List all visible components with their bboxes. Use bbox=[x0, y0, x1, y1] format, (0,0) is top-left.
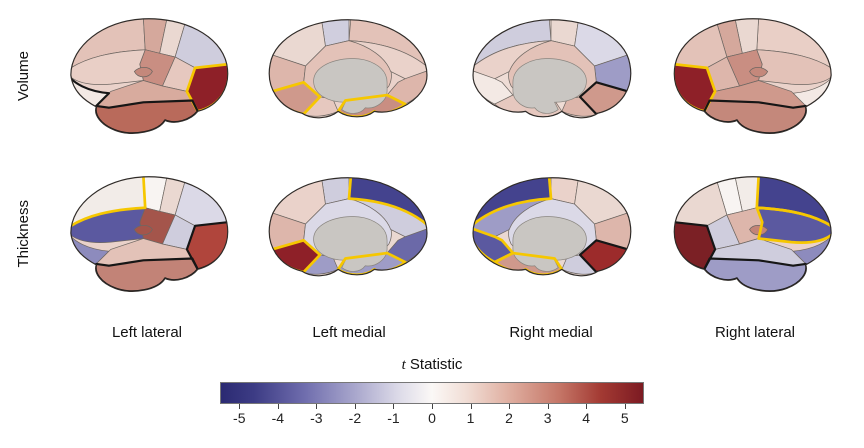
panel-thickness-left-lateral bbox=[46, 152, 248, 316]
tick-label: 4 bbox=[582, 410, 591, 426]
colorbar-title-italic: t bbox=[401, 357, 406, 373]
tick-label: 1 bbox=[466, 410, 475, 426]
tick-label: 0 bbox=[428, 410, 436, 426]
caption-spacer bbox=[0, 316, 46, 350]
panel-thickness-left-medial bbox=[248, 152, 450, 316]
row-label-thickness-wrap: Thickness bbox=[0, 152, 46, 316]
brain-outline bbox=[673, 176, 832, 292]
tick-mark bbox=[277, 404, 279, 409]
colorbar-title: t Statistic bbox=[0, 356, 864, 374]
brain-outline bbox=[472, 177, 632, 277]
colorbar-section: t Statistic -5 -4 -3 -2 -1 0 1 2 3 4 5 bbox=[0, 356, 864, 428]
panel-volume-left-lateral bbox=[46, 0, 248, 152]
region-frontmid bbox=[756, 49, 832, 85]
panel-thickness-right-lateral bbox=[652, 152, 858, 316]
row-label-volume: Volume bbox=[14, 50, 32, 102]
tick-mark bbox=[316, 404, 318, 409]
tick-mark bbox=[354, 404, 356, 409]
highlight-outline-orbital bbox=[70, 70, 111, 109]
tick-label: -3 bbox=[310, 410, 323, 426]
tick-mark bbox=[586, 404, 588, 409]
row-label-thickness: Thickness bbox=[14, 200, 32, 268]
region-subcortical bbox=[512, 216, 587, 272]
tick-label: -4 bbox=[271, 410, 285, 426]
tick-mark bbox=[547, 404, 549, 409]
caption-right-medial: Right medial bbox=[509, 324, 593, 341]
region-insula bbox=[749, 67, 769, 78]
thickness-right-medial-svg bbox=[472, 177, 632, 277]
region-insula bbox=[133, 67, 153, 78]
brain-outline bbox=[472, 19, 632, 119]
panel-volume-left-medial bbox=[248, 0, 450, 152]
colorbar-title-rest: Statistic bbox=[405, 356, 463, 373]
tick-mark bbox=[470, 404, 472, 409]
tick-mark bbox=[393, 404, 395, 409]
region-subcortical bbox=[512, 58, 587, 114]
panel-thickness-right-medial bbox=[450, 152, 652, 316]
brain-outline bbox=[268, 177, 428, 277]
volume-right-lateral-svg bbox=[673, 18, 832, 134]
tick-label: 5 bbox=[620, 410, 629, 426]
region-subcortical bbox=[313, 58, 388, 114]
highlight-outline-frontmid bbox=[755, 206, 832, 244]
tick-mark bbox=[509, 404, 511, 409]
thickness-left-lateral-svg bbox=[70, 176, 229, 292]
tick-label: 3 bbox=[543, 410, 552, 426]
region-subcortical bbox=[313, 216, 388, 272]
colorbar-gradient bbox=[220, 382, 644, 404]
row-label-volume-wrap: Volume bbox=[0, 0, 46, 152]
volume-left-lateral-svg bbox=[70, 18, 229, 134]
figure-grid: Volume Thickness Left lateral Left media… bbox=[0, 0, 858, 350]
panel-volume-right-lateral bbox=[652, 0, 858, 152]
panel-volume-right-medial bbox=[450, 0, 652, 152]
colorbar-tickmarks bbox=[220, 404, 644, 409]
tick-label: -5 bbox=[233, 410, 246, 426]
brain-outline bbox=[70, 18, 229, 134]
tick-label: -1 bbox=[387, 410, 400, 426]
tick-mark bbox=[624, 404, 626, 409]
caption-left-medial: Left medial bbox=[312, 324, 386, 341]
brain-outline bbox=[268, 19, 428, 119]
brain-outline bbox=[673, 18, 832, 134]
caption-right-lateral: Right lateral bbox=[714, 324, 796, 341]
tick-label: -2 bbox=[348, 410, 362, 426]
brain-outline bbox=[70, 176, 229, 292]
thickness-left-medial-svg bbox=[268, 177, 428, 277]
tick-mark bbox=[239, 404, 241, 409]
region-frontmid bbox=[70, 49, 146, 85]
region-insula bbox=[133, 225, 153, 236]
colorbar-ticks: -5 -4 -3 -2 -1 0 1 2 3 4 5 bbox=[220, 410, 644, 428]
tick-mark bbox=[432, 404, 433, 409]
volume-right-medial-svg bbox=[472, 19, 632, 119]
tick-label: 2 bbox=[505, 410, 513, 426]
volume-left-medial-svg bbox=[268, 19, 428, 119]
caption-left-lateral: Left lateral bbox=[111, 324, 183, 341]
thickness-right-lateral-svg bbox=[673, 176, 832, 292]
